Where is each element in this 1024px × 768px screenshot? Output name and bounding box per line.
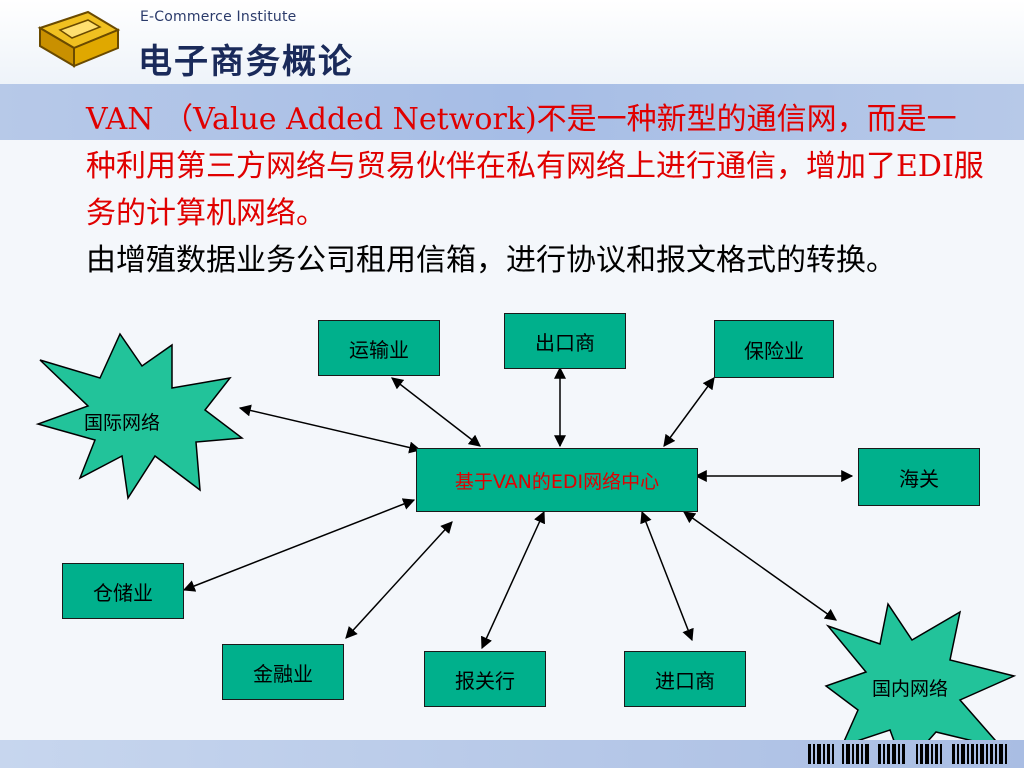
content-text: VAN （Value Added Network)不是一种新型的通信网，而是一种… <box>86 96 986 284</box>
star-domestic-label: 国内网络 <box>872 678 949 700</box>
header-subtitle: E-Commerce Institute <box>140 9 297 25</box>
node-broker-label: 报关行 <box>455 668 515 693</box>
arrow-international <box>238 404 422 454</box>
node-customs: 海关 <box>858 448 980 506</box>
arrow-transport <box>391 377 481 447</box>
node-finance: 金融业 <box>222 644 344 700</box>
arrow-broker <box>481 510 545 650</box>
logo-icon <box>37 10 121 68</box>
node-insurance-label: 保险业 <box>744 338 804 363</box>
van-function-text: 由增殖数据业务公司租用信箱，进行协议和报文格式的转换。 <box>86 243 896 278</box>
van-definition-text: VAN （Value Added Network)不是一种新型的通信网，而是一种… <box>86 102 984 231</box>
node-exporter-label: 出口商 <box>535 330 595 355</box>
arrow-storage <box>182 498 416 592</box>
node-importer-label: 进口商 <box>655 668 715 693</box>
node-exporter: 出口商 <box>504 313 626 369</box>
node-broker: 报关行 <box>424 651 546 707</box>
page-title: 电子商务概论 <box>138 42 354 82</box>
barcode-decoration <box>808 744 1007 764</box>
arrow-domestic <box>683 511 837 621</box>
node-customs-label: 海关 <box>899 466 939 491</box>
node-storage: 仓储业 <box>62 563 184 619</box>
node-center-label: 基于VAN的EDI网络中心 <box>454 470 660 493</box>
node-transport: 运输业 <box>318 320 440 376</box>
arrow-importer <box>640 510 694 642</box>
star-international-label: 国际网络 <box>84 412 161 434</box>
node-storage-label: 仓储业 <box>93 580 153 605</box>
arrow-finance <box>345 521 453 639</box>
node-center: 基于VAN的EDI网络中心 <box>416 448 698 512</box>
node-transport-label: 运输业 <box>349 337 409 362</box>
node-finance-label: 金融业 <box>253 661 313 686</box>
header: E-Commerce Institute 电子商务概论 <box>0 0 1024 84</box>
title-band <box>0 84 1024 140</box>
star-international-shape <box>35 332 245 501</box>
node-importer: 进口商 <box>624 651 746 707</box>
arrow-insurance <box>663 377 715 447</box>
node-insurance: 保险业 <box>714 320 834 378</box>
